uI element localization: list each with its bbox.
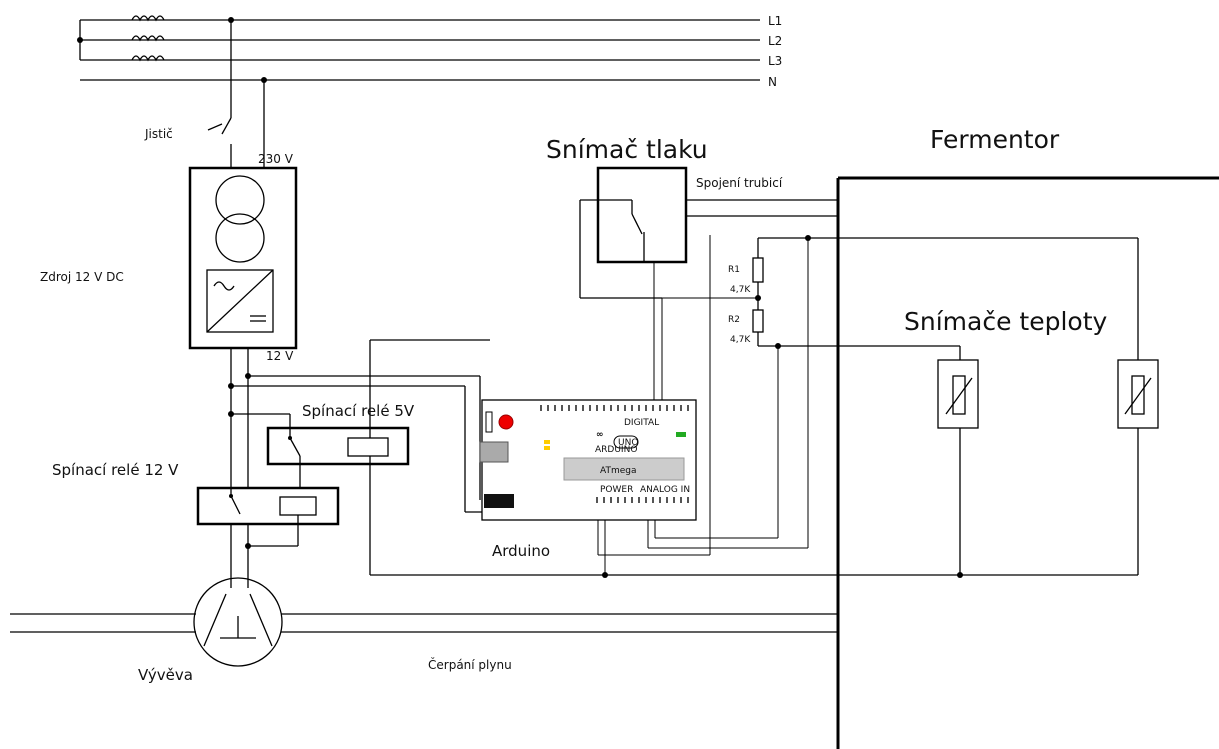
- psu-label: Zdroj 12 V DC: [40, 270, 124, 284]
- r2-value: 4,7K: [730, 335, 751, 345]
- phase-l2-label: L2: [768, 34, 782, 48]
- inductor-l2: [131, 35, 165, 42]
- phase-l3-label: L3: [768, 54, 782, 68]
- phase-l1-label: L1: [768, 14, 782, 28]
- phase-n-label: N: [768, 75, 777, 89]
- relay-12v: Spínací relé 12 V: [52, 461, 340, 547]
- arduino-digital: DIGITAL: [624, 418, 659, 428]
- resistors: R1 4,7K R2 4,7K: [728, 237, 1138, 347]
- arduino-wiring: [597, 235, 811, 578]
- relay5-label: Spínací relé 5V: [302, 402, 415, 420]
- arduino-chip: ATmega: [600, 466, 637, 476]
- inductor-l3: [131, 55, 165, 62]
- pump-label: Vývěva: [138, 666, 193, 684]
- vacuum-pump: Vývěva: [138, 577, 283, 684]
- arduino-infinity-icon: ∞: [596, 430, 604, 440]
- relay-5v: Spínací relé 5V: [266, 339, 490, 575]
- distribution-wires: [228, 348, 490, 588]
- inductor-l1: [131, 15, 165, 22]
- arduino-logo-text: ARDUINO: [595, 445, 637, 455]
- pressure-sensor-label: Snímač tlaku: [546, 135, 708, 164]
- arduino-power: POWER: [600, 485, 633, 495]
- fermenter-label: Fermentor: [930, 125, 1060, 154]
- supply-lines: L1 L2 L3 N: [77, 14, 782, 89]
- gas-pipe: Čerpání plynu: [10, 613, 838, 672]
- arduino-uno: UNO: [618, 438, 638, 448]
- r2-label: R2: [728, 315, 740, 325]
- arduino-label: Arduino: [492, 542, 550, 560]
- temp-sensor-2: [1117, 238, 1159, 575]
- relay12-label: Spínací relé 12 V: [52, 461, 179, 479]
- power-supply: Zdroj 12 V DC 12 V: [40, 166, 298, 363]
- r1-value: 4,7K: [730, 285, 751, 295]
- gas-pumping-label: Čerpání plynu: [428, 657, 512, 672]
- common-return: [370, 572, 1138, 578]
- temp-sensors-label: Snímače teploty: [904, 307, 1108, 336]
- fermenter: Fermentor Snímače teploty: [836, 125, 1219, 749]
- arduino-board: ATmega ARDUINO UNO ∞ DIGITAL POWER ANALO…: [479, 399, 697, 560]
- v230-label: 230 V: [258, 152, 294, 166]
- tube-link-label: Spojení trubicí: [696, 176, 783, 190]
- v12-label: 12 V: [266, 349, 294, 363]
- breaker: Jistič 230 V: [144, 20, 294, 168]
- r1-label: R1: [728, 265, 740, 275]
- pressure-sensor: Snímač tlaku Spojení trubicí: [546, 135, 838, 299]
- arduino-analog: ANALOG IN: [640, 485, 690, 495]
- temp-sensor-1: [937, 346, 979, 575]
- breaker-label: Jistič: [144, 127, 173, 141]
- arduino-header-pins: [540, 405, 690, 503]
